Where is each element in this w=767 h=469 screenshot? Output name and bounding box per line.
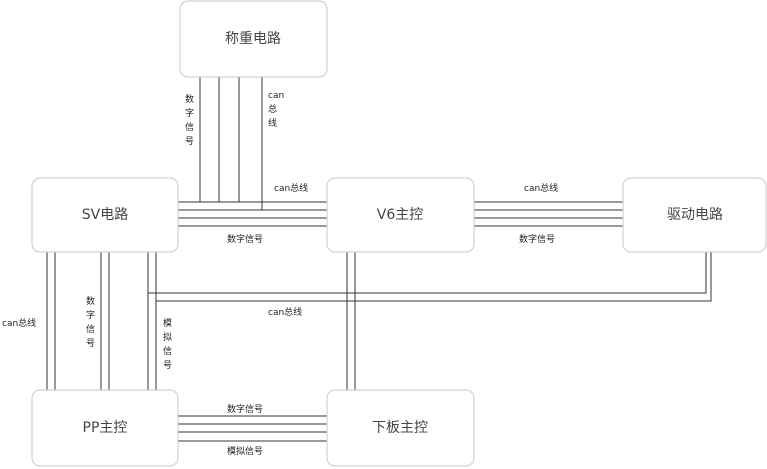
- label-sv-v6-digital: 数字信号: [227, 233, 263, 245]
- node-label: PP主控: [83, 420, 128, 436]
- label-sv-pp-analog: 拟: [163, 331, 172, 343]
- node-v6[interactable]: V6主控: [326, 177, 475, 253]
- edge-labels: 数 字 信 号 can 总 线 can总线 数字信号 can总线 数字信号 ca…: [2, 91, 558, 457]
- label-digital-vertical: 信: [185, 121, 194, 133]
- label-sv-v6-can: can总线: [274, 182, 308, 194]
- label-pp-lower-analog: 模拟信号: [227, 445, 263, 457]
- label-sv-pp-digital: 字: [86, 309, 95, 321]
- node-weigh[interactable]: 称重电路: [179, 0, 328, 78]
- label-digital-vertical: 数: [185, 93, 194, 105]
- label-sv-pp-digital: 数: [86, 295, 95, 307]
- label-pp-lower-digital: 数字信号: [227, 403, 263, 415]
- node-label: 下板主控: [372, 420, 428, 436]
- node-label: 称重电路: [225, 31, 281, 47]
- label-can-vertical: 线: [268, 117, 277, 129]
- node-label: 驱动电路: [667, 207, 723, 223]
- label-drive-can: can总线: [268, 306, 302, 318]
- label-digital-vertical: 字: [185, 107, 194, 119]
- connections: [46, 77, 712, 442]
- drive-can-line: [156, 252, 712, 302]
- label-can-vertical: 总: [268, 103, 277, 115]
- label-can-vertical: can: [268, 91, 284, 101]
- label-sv-pp-digital: 号: [86, 338, 95, 349]
- node-sv[interactable]: SV电路: [31, 177, 179, 253]
- label-digital-vertical: 号: [185, 136, 194, 147]
- label-sv-pp-digital: 信: [86, 323, 95, 335]
- label-sv-pp-analog: 号: [163, 360, 172, 371]
- node-lower[interactable]: 下板主控: [326, 389, 475, 467]
- label-v6-drive-digital: 数字信号: [519, 233, 555, 245]
- label-v6-drive-can: can总线: [524, 182, 558, 194]
- node-pp[interactable]: PP主控: [31, 389, 179, 467]
- drive-can-line: [148, 252, 707, 294]
- label-sv-pp-can: can总线: [2, 317, 36, 329]
- node-label: SV电路: [82, 207, 128, 223]
- node-drive[interactable]: 驱动电路: [622, 177, 767, 253]
- node-label: V6主控: [377, 207, 423, 223]
- label-sv-pp-analog: 模: [163, 318, 172, 329]
- label-sv-pp-analog: 信: [163, 345, 172, 357]
